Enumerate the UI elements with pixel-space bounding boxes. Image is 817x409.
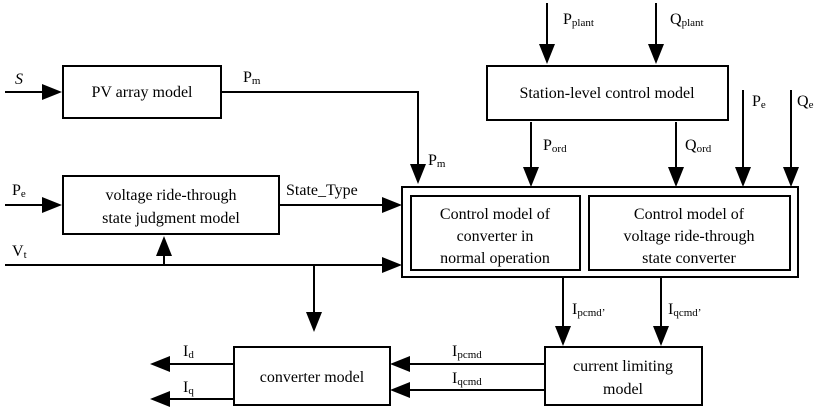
vt-branch-down-arrowhead: [306, 312, 322, 332]
vrt-judgment-label-1: voltage ride-through: [105, 187, 236, 204]
signal-pe-left-label: Pe: [12, 182, 26, 200]
current-limiting-block: [544, 346, 703, 406]
vrt-control-label-1: Control model of: [634, 206, 745, 223]
signal-id-label: Id: [183, 343, 194, 361]
signal-ipcmd-label: Ipcmd: [452, 343, 482, 361]
normal-control-label-1: Control model of: [440, 206, 551, 223]
signal-pe-top-label: Pe: [752, 93, 766, 111]
signal-qord-label: Qord: [685, 137, 712, 155]
vrt-judgment-label-2: state judgment model: [102, 210, 240, 227]
pplant-arrowhead: [539, 44, 555, 64]
signal-pm-out-label: Pm: [243, 69, 261, 87]
vrt-judgment-block: [62, 175, 280, 235]
vrt-control-label-2: voltage ride-through: [623, 228, 754, 245]
iqcmd-arrowhead: [390, 382, 410, 398]
state-type-arrowhead: [382, 197, 402, 213]
pe-top-arrowhead: [735, 167, 751, 187]
qe-top-arrowhead: [783, 167, 799, 187]
id-arrowhead: [150, 356, 170, 372]
s-arrowhead: [42, 84, 62, 100]
current-limiting-label-2: model: [603, 381, 644, 398]
iqcmd-prime-arrowhead: [653, 326, 669, 346]
iq-arrowhead: [150, 391, 170, 407]
signal-iqcmd-prime-label: Iqcmd’: [668, 301, 701, 319]
pm-arrowhead: [410, 164, 426, 184]
signal-s-label: S: [15, 71, 23, 88]
current-limiting-label-1: current limiting: [573, 358, 673, 375]
vrt-control-block: [588, 195, 791, 271]
normal-control-label-2: converter in: [457, 228, 534, 245]
signal-vt-label: Vt: [12, 243, 27, 261]
qord-arrowhead: [668, 167, 684, 187]
station-control-block: [486, 65, 729, 121]
signal-iqcmd-label: Iqcmd: [452, 370, 482, 388]
normal-control-label-3: normal operation: [440, 250, 550, 267]
signal-ipcmd-prime-label: Ipcmd’: [572, 301, 605, 319]
signal-iq-label: Iq: [183, 379, 194, 397]
pv-array-block: [62, 65, 222, 119]
vt-arrowhead: [382, 257, 402, 273]
signal-state-type-label: State_Type: [286, 182, 358, 199]
station-control-label: Station-level control model: [519, 85, 695, 102]
signal-qplant-label: Qplant: [670, 11, 704, 29]
signal-pplant-label: Pplant: [563, 11, 594, 29]
qplant-arrowhead: [648, 44, 664, 64]
converter-block: [233, 346, 391, 406]
ipcmd-arrowhead: [390, 356, 410, 372]
ipcmd-prime-arrowhead: [555, 326, 571, 346]
normal-control-block: [410, 195, 581, 271]
signal-qe-top-label: Qe: [797, 93, 814, 111]
vt-branch-up-arrowhead: [156, 236, 172, 256]
pord-arrowhead: [523, 167, 539, 187]
signal-pm-in-label: Pm: [428, 152, 446, 170]
signal-pord-label: Pord: [543, 137, 567, 155]
converter-label: converter model: [260, 369, 365, 386]
vrt-control-label-3: state converter: [642, 250, 736, 267]
pm-line: [222, 91, 419, 172]
pv-array-label: PV array model: [91, 84, 193, 101]
pe-left-arrowhead: [42, 197, 62, 213]
